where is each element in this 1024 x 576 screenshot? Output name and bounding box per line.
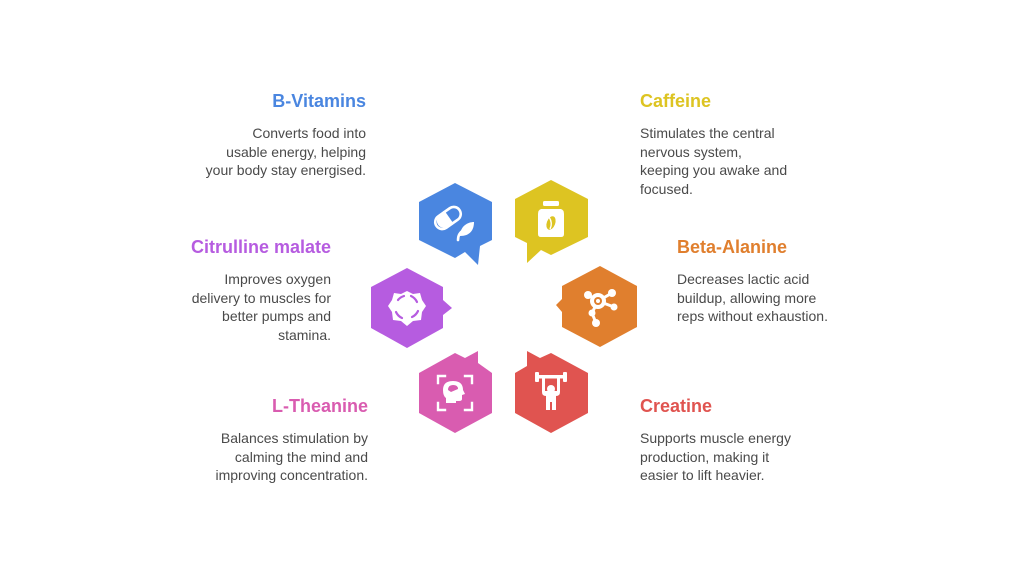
desc-line: Improves oxygen — [224, 271, 331, 287]
desc-line: Supports muscle energy — [640, 430, 791, 446]
pill-leaf-icon — [433, 205, 474, 242]
desc-line: better pumps and — [222, 308, 331, 324]
title-beta-alanine: Beta-Alanine — [677, 237, 788, 257]
cell-icon — [388, 291, 426, 326]
hex-b-vitamins — [419, 183, 492, 265]
card-creatine: Creatine Supports muscle energy producti… — [640, 395, 870, 485]
card-l-theanine: L-Theanine Balances stimulation by calmi… — [138, 395, 368, 485]
hex-l-theanine — [419, 351, 492, 433]
desc-line: stamina. — [278, 326, 331, 343]
desc-line: nervous system, — [640, 143, 742, 160]
desc-beta-alanine: Decreases lactic acid buildup, allowing … — [677, 270, 907, 326]
desc-line: keeping you awake and — [640, 162, 788, 178]
desc-line: Decreases lactic acid — [677, 271, 810, 287]
desc-line: improving concentration. — [215, 467, 368, 483]
mind-focus-icon — [436, 374, 474, 412]
desc-line: delivery to muscles for — [191, 289, 331, 306]
card-b-vitamins: B-Vitamins Converts food into usable ene… — [136, 90, 366, 180]
desc-line: your body stay energised. — [205, 162, 366, 178]
hex-citrulline-malate — [371, 268, 452, 348]
desc-l-theanine: Balances stimulation by calming the mind… — [138, 429, 368, 485]
desc-citrulline-malate: Improves oxygen delivery to muscles for … — [101, 270, 331, 344]
card-beta-alanine: Beta-Alanine Decreases lactic acid build… — [677, 236, 907, 326]
title-l-theanine: L-Theanine — [271, 396, 368, 416]
desc-line: easier to lift heavier. — [640, 467, 765, 483]
desc-line: buildup, allowing more — [677, 289, 817, 306]
hex-beta-alanine — [556, 266, 637, 347]
hex-caffeine — [515, 180, 588, 263]
card-citrulline-malate: Citrulline malate Improves oxygen delive… — [101, 236, 331, 344]
desc-b-vitamins: Converts food into usable energy, helpin… — [136, 124, 366, 180]
desc-line: Converts food into — [252, 125, 366, 141]
desc-line: usable energy, helping — [226, 143, 366, 160]
desc-creatine: Supports muscle energy production, makin… — [640, 429, 870, 485]
title-citrulline-malate: Citrulline malate — [190, 237, 331, 257]
desc-line: Balances stimulation by — [220, 430, 368, 446]
coffee-jar-icon — [538, 201, 564, 237]
molecule-icon — [584, 289, 618, 327]
desc-line: calming the mind and — [234, 448, 368, 465]
hex-creatine — [515, 351, 588, 433]
desc-caffeine: Stimulates the central nervous system, k… — [640, 124, 870, 198]
title-creatine: Creatine — [640, 396, 713, 416]
weightlifter-icon — [535, 372, 567, 410]
title-b-vitamins: B-Vitamins — [272, 91, 366, 111]
title-caffeine: Caffeine — [640, 91, 712, 111]
desc-line: production, making it — [640, 448, 770, 465]
card-caffeine: Caffeine Stimulates the central nervous … — [640, 90, 870, 198]
desc-line: focused. — [640, 180, 693, 197]
desc-line: reps without exhaustion. — [677, 308, 828, 324]
desc-line: Stimulates the central — [640, 125, 775, 141]
